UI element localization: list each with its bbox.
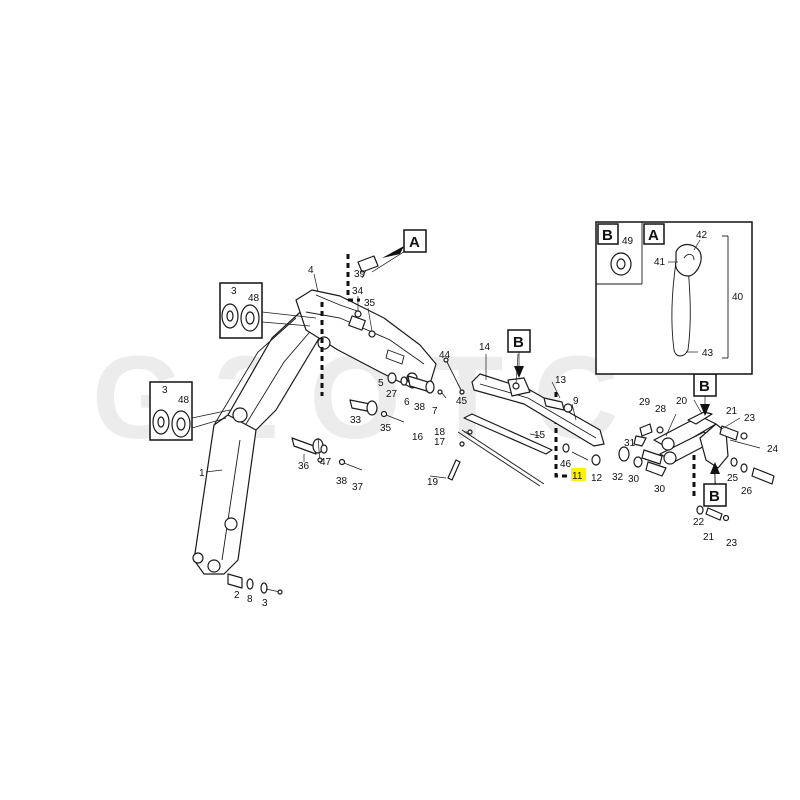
svg-text:B: B bbox=[513, 334, 524, 351]
callout-12: 12 bbox=[591, 473, 603, 484]
callout-25: 25 bbox=[727, 473, 739, 484]
svg-text:A: A bbox=[648, 227, 659, 244]
svg-text:B: B bbox=[602, 227, 613, 244]
callout-49: 49 bbox=[622, 236, 634, 247]
callout-15: 15 bbox=[534, 430, 546, 441]
ref-box-b-middle: B bbox=[507, 329, 531, 378]
callout-47: 47 bbox=[320, 457, 332, 468]
callout-38: 38 bbox=[336, 476, 348, 487]
inset-detail: B A bbox=[595, 221, 753, 375]
callout-21: 21 bbox=[703, 532, 715, 543]
callout-24: 24 bbox=[767, 444, 779, 455]
svg-text:B: B bbox=[709, 488, 720, 505]
callout-37: 37 bbox=[352, 482, 364, 493]
callout-6: 6 bbox=[404, 397, 410, 408]
callout-23: 23 bbox=[726, 538, 738, 549]
ref-box-b-right-top: B bbox=[693, 373, 717, 416]
callout-18: 18 bbox=[434, 427, 446, 438]
callout-44: 44 bbox=[439, 350, 451, 361]
callout-11: 11 bbox=[572, 471, 583, 482]
washer-box-upper bbox=[219, 282, 263, 339]
highlight-11 bbox=[571, 468, 586, 481]
pipe-assembly bbox=[447, 373, 605, 487]
callout-26: 26 bbox=[741, 486, 753, 497]
link-assembly bbox=[618, 411, 775, 522]
callout-35: 35 bbox=[364, 298, 376, 309]
callout-23: 23 bbox=[744, 413, 756, 424]
callout-14: 14 bbox=[479, 342, 491, 353]
callout-5: 5 bbox=[378, 378, 384, 389]
pin-group-boom bbox=[227, 296, 465, 595]
callout-41: 41 bbox=[654, 257, 666, 268]
callout-42: 42 bbox=[696, 230, 708, 241]
callout-3: 3 bbox=[231, 286, 237, 297]
washer-box-lower bbox=[149, 381, 193, 441]
ref-box-a-top: A bbox=[382, 229, 427, 258]
callout-21: 21 bbox=[726, 406, 738, 417]
ref-box-b-right-bottom: B bbox=[703, 462, 727, 507]
callout-4: 4 bbox=[308, 265, 314, 276]
callout-3: 3 bbox=[262, 598, 268, 609]
callout-27: 27 bbox=[386, 389, 398, 400]
callout-7: 7 bbox=[432, 406, 438, 417]
callout-39: 39 bbox=[354, 269, 366, 280]
callout-45: 45 bbox=[456, 396, 468, 407]
callout-34: 34 bbox=[352, 286, 364, 297]
callout-28: 28 bbox=[655, 404, 667, 415]
callout-16: 16 bbox=[412, 432, 424, 443]
callout-31: 31 bbox=[624, 438, 636, 449]
callout-3: 3 bbox=[162, 385, 168, 396]
callout-48: 48 bbox=[178, 395, 190, 406]
callout-labels: 1 2 8 3 3 48 3 48 4 39 34 35 44 5 27 6 3… bbox=[162, 230, 779, 609]
callout-13: 13 bbox=[555, 375, 567, 386]
svg-text:A: A bbox=[409, 234, 420, 251]
hose-clamp-39 bbox=[357, 255, 379, 279]
callout-20: 20 bbox=[676, 396, 688, 407]
callout-40: 40 bbox=[732, 292, 744, 303]
callout-9: 9 bbox=[573, 396, 579, 407]
callout-1: 1 bbox=[199, 468, 205, 479]
callout-22: 22 bbox=[693, 517, 705, 528]
callout-29: 29 bbox=[639, 397, 651, 408]
svg-text:B: B bbox=[699, 378, 710, 395]
callout-17: 17 bbox=[434, 437, 446, 448]
callout-19: 19 bbox=[427, 477, 439, 488]
callout-35: 35 bbox=[380, 423, 392, 434]
callout-30: 30 bbox=[628, 474, 640, 485]
callout-8: 8 bbox=[247, 594, 253, 605]
callout-38: 38 bbox=[414, 402, 426, 413]
callout-46: 46 bbox=[560, 459, 572, 470]
callout-48: 48 bbox=[248, 293, 260, 304]
callout-33: 33 bbox=[350, 415, 362, 426]
callout-36: 36 bbox=[298, 461, 310, 472]
callout-32: 32 bbox=[612, 472, 624, 483]
callout-2: 2 bbox=[234, 590, 240, 601]
callout-30: 30 bbox=[654, 484, 666, 495]
callout-43: 43 bbox=[702, 348, 714, 359]
